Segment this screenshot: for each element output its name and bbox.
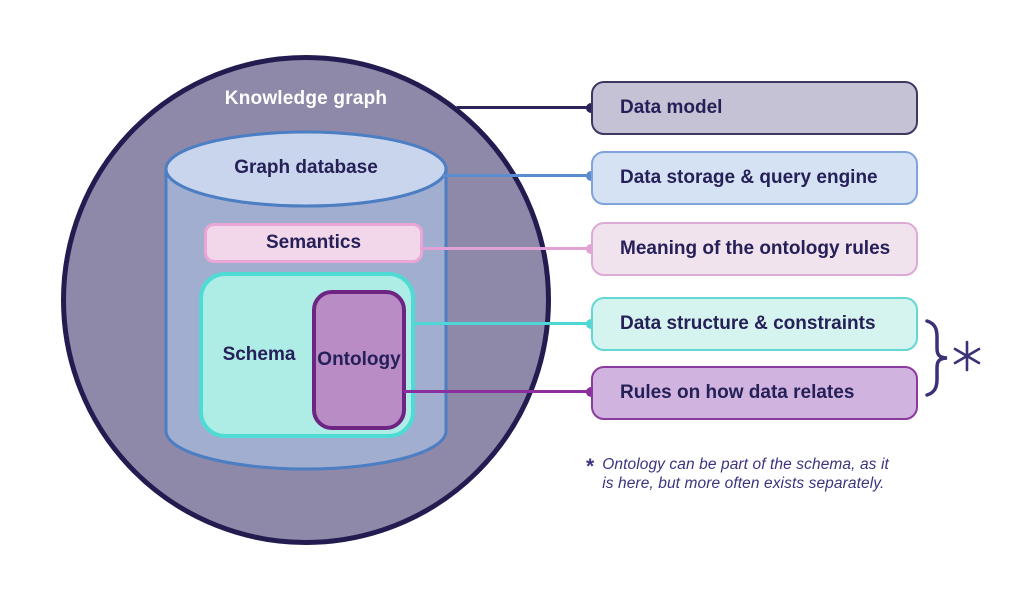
curly-brace: [925, 319, 948, 397]
connector-schema: [412, 318, 596, 329]
annotation-data-structure: Data structure & constraints: [591, 297, 918, 351]
footnote-line-2: is here, but more often exists separatel…: [602, 475, 885, 493]
annotation-meaning-rules: Meaning of the ontology rules: [591, 222, 918, 276]
connector-semantics: [420, 243, 596, 254]
annotation-label: Data model: [620, 97, 723, 118]
knowledge-graph-label: Knowledge graph: [224, 88, 388, 109]
graph-database-label: Graph database: [234, 157, 378, 178]
connector-ontology: [403, 386, 596, 397]
annotation-data-storage: Data storage & query engine: [591, 151, 918, 205]
cylinder-top-ellipse: [164, 130, 448, 208]
footnote: * Ontology can be part of the schema, as…: [586, 455, 926, 494]
annotation-label: Meaning of the ontology rules: [620, 238, 891, 259]
footnote-line-1: Ontology can be part of the schema, as i…: [602, 456, 889, 473]
ontology-box: Ontology: [312, 290, 406, 430]
annotation-data-model: Data model: [591, 81, 918, 135]
semantics-box: Semantics: [204, 223, 423, 263]
asterisk-icon: [953, 340, 981, 372]
connector-knowledge-graph: [456, 102, 596, 113]
annotation-rules-relates: Rules on how data relates: [591, 366, 918, 420]
annotation-label: Data storage & query engine: [620, 167, 878, 188]
ontology-label: Ontology: [317, 349, 401, 370]
annotation-label: Data structure & constraints: [620, 313, 876, 334]
annotation-label: Rules on how data relates: [620, 382, 855, 403]
footnote-text: Ontology can be part of the schema, as i…: [602, 455, 889, 494]
schema-label: Schema: [222, 344, 296, 365]
semantics-label: Semantics: [265, 232, 362, 253]
connector-graph-database: [442, 170, 596, 181]
footnote-asterisk: *: [586, 455, 595, 478]
